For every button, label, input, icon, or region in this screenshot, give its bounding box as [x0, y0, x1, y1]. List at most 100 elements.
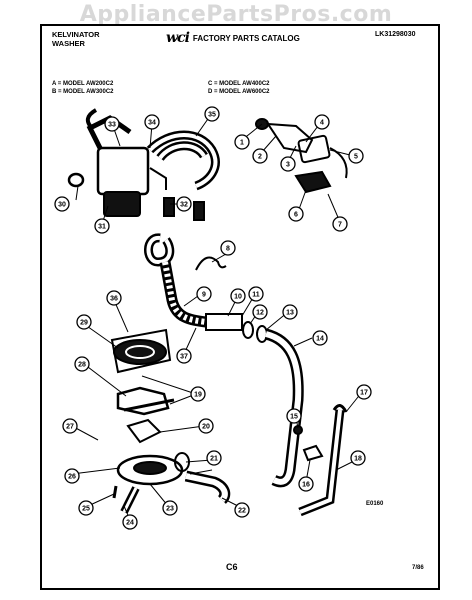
- callout-number: 22: [238, 508, 246, 515]
- callout-number: 36: [110, 296, 118, 303]
- callout-18: 18: [350, 450, 366, 466]
- callout-number: 1: [240, 140, 244, 147]
- callout-number: 23: [166, 506, 174, 513]
- callout-number: 26: [68, 474, 76, 481]
- callout-36: 36: [106, 290, 122, 306]
- callout-22: 22: [234, 502, 250, 518]
- callout-number: 5: [354, 154, 358, 161]
- callout-14: 14: [312, 330, 328, 346]
- hose-connector: [205, 313, 268, 343]
- callout-29: 29: [76, 314, 92, 330]
- callout-number: 16: [302, 482, 310, 489]
- callout-10: 10: [230, 288, 246, 304]
- pump-base: [112, 418, 231, 514]
- page-date: 7/86: [412, 565, 424, 571]
- callout-4: 4: [314, 114, 330, 130]
- drain-hose-assembly: [146, 130, 220, 221]
- product-type: WASHER: [52, 39, 85, 48]
- callout-35: 35: [204, 106, 220, 122]
- part-drawings: [67, 108, 348, 517]
- callout-number: 32: [180, 202, 188, 209]
- page-frame: [40, 24, 440, 590]
- catalog-title: FACTORY PARTS CATALOG: [192, 33, 300, 43]
- callout-3: 3: [280, 156, 296, 172]
- hose-clip: [195, 256, 227, 271]
- callout-number: 24: [126, 520, 134, 527]
- callout-number: 35: [208, 112, 216, 119]
- callout-number: 34: [148, 120, 156, 127]
- callout-30: 30: [54, 196, 70, 212]
- callout-number: 33: [108, 122, 116, 129]
- wci-logo: wci: [166, 30, 190, 46]
- callout-28: 28: [74, 356, 90, 372]
- callout-15: 15: [286, 408, 302, 424]
- brand-block: KELVINATOR WASHER: [52, 30, 100, 48]
- callout-34: 34: [144, 114, 160, 130]
- callout-31: 31: [94, 218, 110, 234]
- callout-number: 9: [202, 292, 206, 299]
- callout-number: 6: [294, 212, 298, 219]
- page-code: C6: [226, 562, 238, 572]
- callout-number: 3: [286, 162, 290, 169]
- callout-17: 17: [356, 384, 372, 400]
- callout-16: 16: [298, 476, 314, 492]
- callout-number: 20: [202, 424, 210, 431]
- callout-number: 8: [226, 246, 230, 253]
- watermark: AppliancePartsPros.com: [79, 2, 393, 27]
- callout-number: 29: [80, 320, 88, 327]
- callout-number: 37: [180, 354, 188, 361]
- callout-20: 20: [198, 418, 214, 434]
- model-c: C = MODEL AW400C2: [208, 81, 270, 87]
- callout-27: 27: [62, 418, 78, 434]
- model-d: D = MODEL AW600C2: [208, 89, 270, 95]
- callout-1: 1: [234, 134, 250, 150]
- callout-21: 21: [206, 450, 222, 466]
- callout-8: 8: [220, 240, 236, 256]
- model-list-left: A = MODEL AW200C2 B = MODEL AW300C2: [52, 80, 114, 96]
- catalog-header: wci FACTORY PARTS CATALOG: [166, 30, 300, 46]
- callout-9: 9: [196, 286, 212, 302]
- callout-25: 25: [78, 500, 94, 516]
- callout-number: 31: [98, 224, 106, 231]
- callout-23: 23: [162, 500, 178, 516]
- callout-37: 37: [176, 348, 192, 364]
- callout-number: 15: [290, 414, 298, 421]
- callout-number: 27: [66, 424, 74, 431]
- callout-number: 30: [58, 202, 66, 209]
- model-list-right: C = MODEL AW400C2 D = MODEL AW600C2: [208, 80, 270, 96]
- doc-number: LK31298030: [375, 31, 416, 38]
- callout-number: 19: [194, 392, 202, 399]
- diagram-ref-code: E0160: [366, 501, 384, 507]
- brand-name: KELVINATOR: [52, 30, 100, 39]
- callout-26: 26: [64, 468, 80, 484]
- callout-number: 21: [210, 456, 218, 463]
- callout-13: 13: [282, 304, 298, 320]
- pump-assembly: [67, 108, 167, 217]
- callout-5: 5: [348, 148, 364, 164]
- callout-number: 10: [234, 294, 242, 301]
- callout-number: 25: [82, 506, 90, 513]
- callout-24: 24: [122, 514, 138, 530]
- callout-number: 13: [286, 310, 294, 317]
- callout-number: 12: [256, 310, 264, 317]
- callout-19: 19: [190, 386, 206, 402]
- callout-number: 4: [320, 120, 324, 127]
- callout-number: 17: [360, 390, 368, 397]
- callout-33: 33: [104, 116, 120, 132]
- coiled-hose: [144, 233, 207, 328]
- pump-impeller-stack: [110, 328, 175, 416]
- callout-32: 32: [176, 196, 192, 212]
- callout-11: 11: [248, 286, 264, 302]
- callout-number: 14: [316, 336, 324, 343]
- callout-2: 2: [252, 148, 268, 164]
- callout-12: 12: [252, 304, 268, 320]
- callout-6: 6: [288, 206, 304, 222]
- callout-number: 7: [338, 222, 342, 229]
- valve-assembly: [255, 118, 348, 194]
- model-b: B = MODEL AW300C2: [52, 89, 114, 95]
- callout-7: 7: [332, 216, 348, 232]
- callout-number: 18: [354, 456, 362, 463]
